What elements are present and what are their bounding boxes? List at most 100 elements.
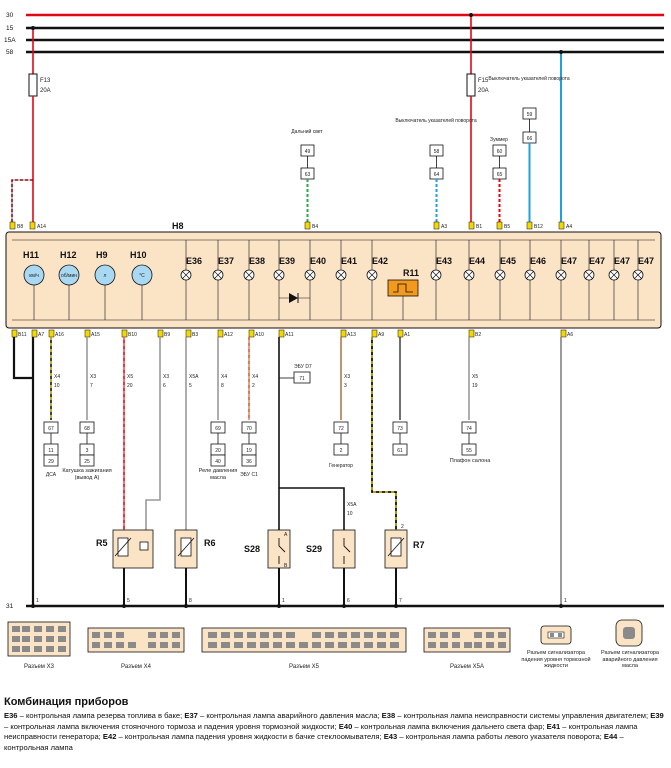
- sensor-r6: R6 8: [174, 529, 216, 608]
- svg-text:E44: E44: [469, 256, 485, 266]
- svg-text:S29: S29: [306, 544, 322, 554]
- switch-s29: S29 6: [306, 529, 356, 608]
- svg-text:2: 2: [401, 524, 404, 530]
- svg-text:Разъем X5: Разъем X5: [289, 664, 320, 670]
- svg-text:8: 8: [189, 598, 192, 604]
- svg-text:E37: E37: [218, 256, 234, 266]
- svg-text:E42: E42: [372, 256, 388, 266]
- svg-text:A11: A11: [285, 332, 294, 338]
- gauge-h9: H9 л: [94, 250, 116, 320]
- svg-text:8: 8: [221, 383, 224, 389]
- diode: [279, 293, 310, 303]
- svg-text:X3: X3: [344, 374, 350, 380]
- lamp-e42: E42: [366, 256, 388, 281]
- svg-text:R11: R11: [403, 268, 419, 278]
- svg-text:2: 2: [340, 448, 343, 454]
- plug-x3: Разъем X3: [7, 621, 71, 670]
- svg-text:1: 1: [36, 598, 39, 604]
- fuse-f15: F15 20A: [466, 13, 489, 222]
- svg-text:E43: E43: [436, 256, 452, 266]
- caption-text: E36 – контрольная лампа резерва топлива …: [4, 711, 664, 752]
- svg-text:E47: E47: [638, 256, 654, 266]
- gauge-face-rpm: об/мин: [61, 273, 77, 279]
- svg-text:10: 10: [347, 511, 353, 517]
- wire-73: 73 61: [392, 337, 408, 456]
- oil-relay-label: Реле давления масла: [198, 468, 238, 481]
- svg-text:B11: B11: [18, 332, 27, 338]
- svg-text:70: 70: [246, 426, 252, 432]
- svg-text:Генератор: Генератор: [329, 463, 353, 469]
- svg-text:R6: R6: [204, 538, 216, 548]
- svg-text:73: 73: [397, 426, 403, 432]
- wiring-diagram: 30 15 15A 58 31 F13 20A F15 20A Дальний …: [4, 12, 664, 670]
- svg-text:X4: X4: [54, 374, 60, 380]
- top-source-label: Зуммер: [490, 137, 508, 143]
- svg-text:X3: X3: [163, 374, 169, 380]
- svg-text:6: 6: [347, 598, 350, 604]
- gauge-h11: H11 км/ч: [23, 250, 45, 320]
- rail-label-15a: 15A: [4, 37, 16, 44]
- rail-label-58: 58: [6, 49, 14, 56]
- top-pins: B8 A14 B4 A3 B1 B5 B12 A4: [9, 221, 572, 230]
- svg-text:74: 74: [466, 426, 472, 432]
- caption: Комбинация приборов E36 – контрольная ла…: [4, 696, 667, 753]
- svg-text:10: 10: [54, 383, 60, 389]
- wire-interior-light: X5 19 74 55 Плафон салона: [450, 337, 490, 464]
- svg-text:55: 55: [466, 448, 472, 454]
- svg-text:ДСА: ДСА: [46, 472, 57, 478]
- svg-text:B12: B12: [534, 224, 543, 230]
- svg-text:61: 61: [397, 448, 403, 454]
- svg-text:ЭБУ С1: ЭБУ С1: [240, 472, 258, 478]
- svg-text:B5: B5: [504, 224, 510, 230]
- svg-text:R5: R5: [96, 538, 108, 548]
- fuse-f15-id: F15: [478, 78, 489, 84]
- svg-text:63: 63: [305, 172, 311, 178]
- svg-text:X3: X3: [90, 374, 96, 380]
- svg-text:1: 1: [282, 598, 285, 604]
- top-source-label: Выключатель указателей поворота: [488, 75, 570, 82]
- svg-text:A14: A14: [37, 224, 46, 230]
- wire-ignition: X3 7 68 3 25 Катушка зажигания (вывод А): [62, 337, 112, 481]
- svg-text:1: 1: [564, 598, 567, 604]
- plug-brake-fluid-sensor: Разъем сигнализатора падения уровня торм…: [521, 625, 591, 669]
- gauge-face-fuel: л: [104, 273, 107, 279]
- plug-oil-pressure-label: Разъем сигнализатора аварийного давления…: [601, 650, 659, 670]
- wire-generator: X3 3 72 2 Генератор: [329, 337, 353, 469]
- top-source-label: Выключатель указателей поворота: [395, 117, 477, 124]
- plug-oil-pressure-sensor: Разъем сигнализатора аварийного давления…: [601, 619, 659, 670]
- svg-text:67: 67: [48, 426, 54, 432]
- svg-text:20: 20: [127, 383, 133, 389]
- cluster-name: H8: [172, 221, 184, 231]
- svg-text:ЭБУ D7: ЭБУ D7: [294, 364, 312, 370]
- plug-x4: Разъем X4: [87, 627, 185, 670]
- svg-text:3: 3: [344, 383, 347, 389]
- plug-x5: Разъем X5: [201, 627, 407, 670]
- rail-label-30: 30: [6, 12, 14, 19]
- svg-text:2: 2: [252, 383, 255, 389]
- svg-text:B2: B2: [475, 332, 481, 338]
- svg-text:5: 5: [189, 383, 192, 389]
- svg-text:7: 7: [399, 598, 402, 604]
- svg-text:3: 3: [86, 448, 89, 454]
- svg-text:X5: X5: [472, 374, 478, 380]
- fuse-f15-rating: 20A: [478, 88, 489, 94]
- svg-text:A13: A13: [347, 332, 356, 338]
- fuse-f13-rating: 20A: [40, 88, 51, 94]
- svg-text:19: 19: [472, 383, 478, 389]
- svg-text:X4: X4: [252, 374, 258, 380]
- svg-text:A9: A9: [378, 332, 384, 338]
- svg-text:A1: A1: [404, 332, 410, 338]
- svg-text:65: 65: [497, 172, 503, 178]
- svg-text:7: 7: [90, 383, 93, 389]
- svg-text:E36: E36: [186, 256, 202, 266]
- svg-text:B8: B8: [17, 224, 23, 230]
- svg-text:E45: E45: [500, 256, 516, 266]
- top-source-turn-left: Выключатель указателей поворота 58 64: [395, 117, 477, 222]
- svg-text:B: B: [284, 563, 288, 569]
- svg-text:H10: H10: [130, 250, 147, 260]
- top-source-high-beam: Дальний свет 49 63: [291, 128, 323, 222]
- svg-text:19: 19: [246, 448, 252, 454]
- instrument-cluster-h8: H8 H11 км/ч H12 об/мин H9 л H10 °C: [5, 221, 662, 329]
- lamp-drops: [185, 240, 639, 320]
- svg-text:X5: X5: [127, 374, 133, 380]
